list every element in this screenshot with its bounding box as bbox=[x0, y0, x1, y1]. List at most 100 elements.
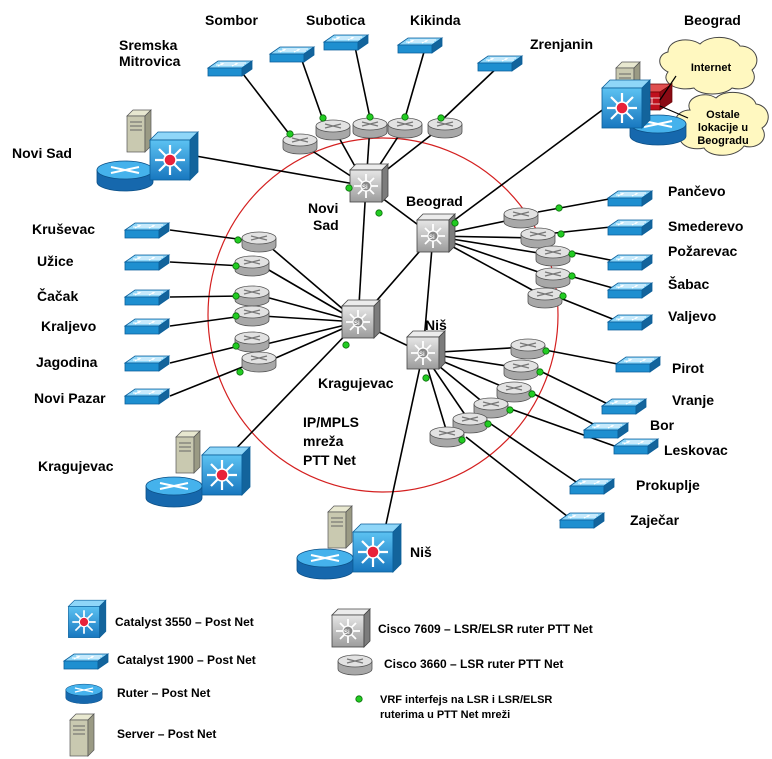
label-sabac: Šabac bbox=[668, 275, 709, 292]
mpls-ring bbox=[207, 137, 559, 493]
vrf-interfaces bbox=[232, 113, 576, 444]
router-icon bbox=[96, 160, 154, 192]
label-prokuplje: Prokuplje bbox=[636, 477, 700, 493]
legend-cisco3660: Cisco 3660 – LSR ruter PTT Net bbox=[337, 654, 563, 676]
west-routers bbox=[234, 231, 277, 373]
legend-server-label: Server – Post Net bbox=[117, 727, 216, 741]
catalyst-1900-icon bbox=[615, 356, 661, 373]
cisco-3660-icon bbox=[510, 338, 546, 360]
east-switches bbox=[607, 190, 653, 331]
catalyst-1900-icon bbox=[124, 318, 170, 335]
legend-catalyst3550: Catalyst 3550 – Post Net bbox=[67, 599, 254, 639]
catalyst-1900-icon bbox=[124, 254, 170, 271]
label-pancevo: Pančevo bbox=[668, 183, 726, 199]
label-vranje: Vranje bbox=[672, 392, 714, 408]
catalyst-1900-icon bbox=[607, 314, 653, 331]
legend-vrf-label-2: ruterima u PTT Net mreži bbox=[380, 709, 510, 721]
label-zrenjanin: Zrenjanin bbox=[530, 36, 593, 52]
west-switches bbox=[124, 222, 170, 405]
cisco-3660-icon bbox=[337, 654, 373, 676]
label-mpls-1: IP/MPLS bbox=[303, 414, 359, 430]
router-icon bbox=[65, 683, 103, 705]
cisco-3660-icon bbox=[234, 331, 270, 353]
vrf-dot-icon bbox=[355, 695, 363, 703]
cisco-3660-icon bbox=[520, 227, 556, 249]
label-leskovac: Leskovac bbox=[664, 442, 728, 458]
catalyst-1900-icon bbox=[323, 34, 369, 51]
router-icon bbox=[296, 548, 354, 580]
hub-novi-sad bbox=[96, 109, 200, 192]
label-novi-sad-hub: Novi Sad bbox=[12, 145, 72, 161]
catalyst-1900-icon bbox=[124, 355, 170, 372]
cisco-3660-icon bbox=[352, 117, 388, 139]
label-mpls-3: PTT Net bbox=[303, 452, 356, 468]
label-subotica: Subotica bbox=[306, 12, 365, 28]
cisco-7609-icon bbox=[331, 608, 371, 648]
cisco-3660-icon bbox=[234, 255, 270, 277]
legend-vrf-label-1: VRF interfejs na LSR i LSR/ELSR bbox=[380, 694, 552, 706]
catalyst-3550-icon bbox=[67, 599, 107, 639]
cisco-3660-icon bbox=[503, 359, 539, 381]
label-novi-pazar: Novi Pazar bbox=[34, 390, 106, 406]
label-pirot: Pirot bbox=[672, 360, 704, 376]
cisco-3660-icon bbox=[527, 287, 563, 309]
label-uzice: Užice bbox=[37, 253, 74, 269]
ostale-label-2: lokacije u bbox=[698, 122, 748, 134]
ostale-label-1: Ostale bbox=[706, 109, 740, 121]
cisco-3660-icon bbox=[503, 207, 539, 229]
label-kragujevac-hub: Kragujevac bbox=[38, 458, 114, 474]
catalyst-1900-icon bbox=[269, 46, 315, 63]
catalyst-1900-icon bbox=[583, 422, 629, 439]
label-krusevac: Kruševac bbox=[32, 221, 95, 237]
ostale-label-3: Beogradu bbox=[697, 135, 748, 147]
label-kraljevo: Kraljevo bbox=[41, 318, 96, 334]
cisco-3660-icon bbox=[496, 381, 532, 403]
cisco-3660-icon bbox=[535, 245, 571, 267]
cisco-3660-icon bbox=[241, 231, 277, 253]
server-icon bbox=[126, 109, 152, 153]
legend-catalyst3550-label: Catalyst 3550 – Post Net bbox=[115, 615, 254, 629]
catalyst-1900-icon bbox=[207, 60, 253, 77]
catalyst-1900-icon bbox=[124, 222, 170, 239]
catalyst-3550-icon bbox=[600, 78, 652, 130]
server-icon bbox=[69, 713, 95, 757]
catalyst-1900-icon bbox=[613, 438, 659, 455]
catalyst-1900-icon bbox=[607, 254, 653, 271]
hub-kragujevac bbox=[145, 430, 252, 508]
catalyst-1900-icon bbox=[477, 55, 523, 72]
cisco-3660-icon bbox=[234, 305, 270, 327]
catalyst-1900-icon bbox=[397, 37, 443, 54]
south-switches bbox=[559, 356, 661, 529]
catalyst-1900-icon bbox=[63, 653, 109, 670]
legend-ruter: Ruter – Post Net bbox=[65, 683, 210, 705]
cisco-3660-icon bbox=[387, 117, 423, 139]
catalyst-3550-icon bbox=[351, 522, 403, 574]
cisco-3660-icon bbox=[234, 285, 270, 307]
core-beograd-icon bbox=[416, 213, 456, 253]
core-novi-sad-icon bbox=[349, 163, 389, 203]
label-smederevo: Smederevo bbox=[668, 218, 743, 234]
legend-cisco7609: Cisco 7609 – LSR/ELSR ruter PTT Net bbox=[331, 608, 593, 648]
catalyst-3550-icon bbox=[148, 130, 200, 182]
server-icon bbox=[175, 430, 201, 474]
cisco-3660-icon bbox=[429, 426, 465, 448]
catalyst-1900-icon bbox=[607, 219, 653, 236]
core-nis-icon bbox=[406, 330, 446, 370]
catalyst-3550-icon bbox=[200, 445, 252, 497]
north-routers bbox=[282, 117, 463, 155]
catalyst-1900-icon bbox=[607, 282, 653, 299]
legend-cisco3660-label: Cisco 3660 – LSR ruter PTT Net bbox=[384, 657, 563, 671]
catalyst-1900-icon bbox=[124, 289, 170, 306]
legend: Catalyst 3550 – Post Net Catalyst 1900 –… bbox=[63, 599, 593, 757]
legend-server: Server – Post Net bbox=[69, 713, 216, 757]
label-sremska-2: Mitrovica bbox=[119, 53, 181, 69]
ostale-lokacije-cloud: Ostale lokacije u Beogradu bbox=[675, 91, 769, 156]
legend-vrf: VRF interfejs na LSR i LSR/ELSR ruterima… bbox=[355, 694, 552, 721]
cisco-3660-icon bbox=[427, 117, 463, 139]
label-core-beograd: Beograd bbox=[406, 193, 463, 209]
label-core-kragujevac: Kragujevac bbox=[318, 375, 394, 391]
catalyst-1900-icon bbox=[124, 388, 170, 405]
catalyst-1900-icon bbox=[559, 512, 605, 529]
south-routers bbox=[429, 338, 546, 448]
